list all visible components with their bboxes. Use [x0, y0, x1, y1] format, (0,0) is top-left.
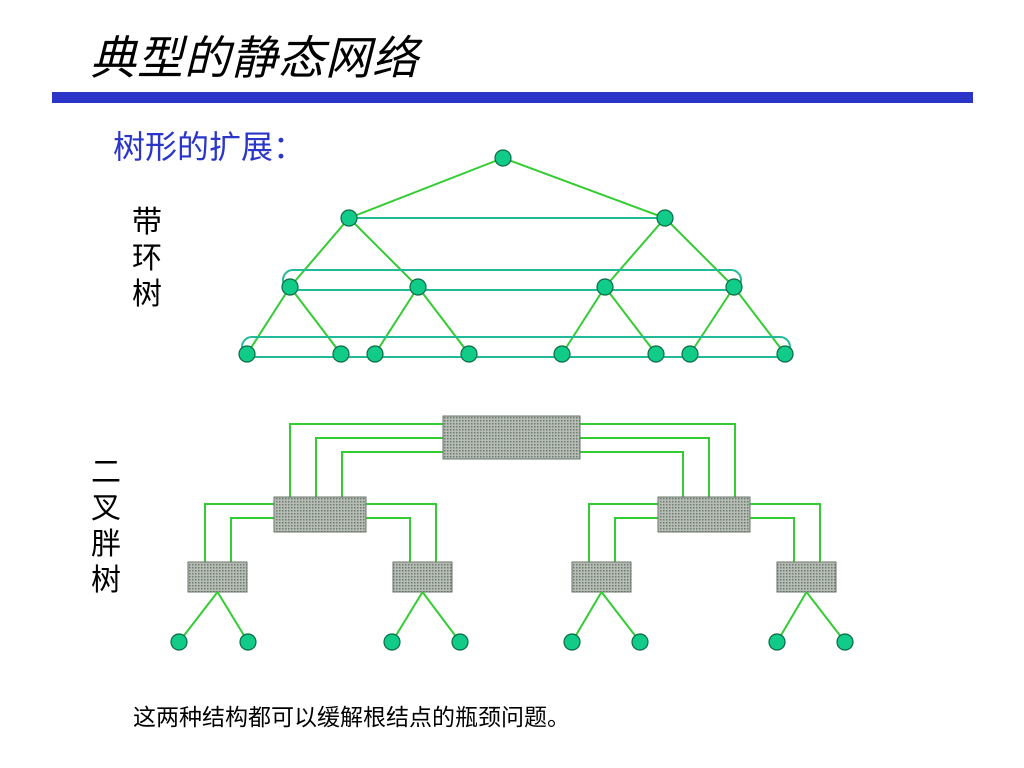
- tree-node: [340, 209, 358, 227]
- fat-link: [614, 517, 658, 562]
- fat-link: [580, 423, 736, 497]
- root-node: [494, 149, 512, 167]
- tree-node: [725, 278, 743, 296]
- leaf-node: [239, 633, 257, 651]
- tree-node: [409, 278, 427, 296]
- tree-edge: [600, 591, 641, 643]
- section-subtitle: 树形的扩展：: [113, 128, 306, 166]
- leaf-node: [366, 345, 384, 363]
- tree-edge: [391, 591, 424, 643]
- tree-edge: [502, 157, 666, 219]
- tree-edge: [805, 591, 846, 643]
- fat-tree-label: 二叉胖树: [91, 455, 121, 598]
- ring-tree-diagram: [238, 149, 794, 363]
- tree-edge: [571, 591, 603, 643]
- ring-loop-level-3: [241, 336, 791, 358]
- leaf-node: [238, 345, 256, 363]
- fat-link: [580, 451, 684, 497]
- level1-switch: [657, 496, 751, 533]
- tree-edge: [216, 591, 249, 643]
- tree-edge: [664, 217, 735, 288]
- leaf-node: [647, 345, 665, 363]
- tree-edge: [289, 286, 342, 355]
- leaf-node: [681, 345, 699, 363]
- fat-link: [580, 437, 710, 497]
- leaf-node: [332, 345, 350, 363]
- tree-edge: [374, 286, 419, 355]
- fat-tree-diagram: [170, 415, 854, 651]
- leaf-node: [631, 633, 649, 651]
- leaf-node: [768, 633, 786, 651]
- leaf-node: [170, 633, 188, 651]
- ring-loop-level-2: [282, 269, 742, 291]
- fat-link: [289, 423, 443, 497]
- fat-link: [230, 517, 274, 562]
- fat-link: [341, 451, 443, 497]
- fat-link: [366, 517, 411, 562]
- leaf-node: [553, 345, 571, 363]
- tree-node: [281, 278, 299, 296]
- tree-node: [596, 278, 614, 296]
- tree-edge: [348, 157, 504, 219]
- level2-switch: [571, 561, 632, 593]
- tree-edge: [776, 591, 808, 643]
- tree-node: [656, 209, 674, 227]
- level2-switch: [187, 561, 248, 593]
- fat-link: [588, 503, 658, 562]
- ring-tree-label: 带环树: [132, 205, 162, 312]
- fat-link: [750, 517, 795, 562]
- fat-link: [750, 503, 821, 562]
- tree-edge: [348, 217, 419, 288]
- leaf-node: [563, 633, 581, 651]
- tree-edge: [417, 286, 470, 355]
- root-switch: [442, 415, 581, 460]
- tree-edge: [604, 217, 666, 288]
- leaf-node: [383, 633, 401, 651]
- leaf-node: [460, 345, 478, 363]
- tree-edge: [246, 286, 291, 355]
- tree-edge: [733, 286, 786, 355]
- leaf-node: [776, 345, 794, 363]
- tree-edge: [178, 591, 219, 643]
- level1-switch: [273, 496, 367, 533]
- fat-link: [204, 503, 274, 562]
- level2-switch: [392, 561, 453, 593]
- tree-edge: [604, 286, 657, 355]
- tree-edge: [561, 286, 606, 355]
- fat-link: [366, 503, 437, 562]
- tree-edge: [421, 591, 461, 643]
- leaf-node: [836, 633, 854, 651]
- tree-edge: [289, 217, 350, 288]
- page-title: 典型的静态网络: [90, 31, 419, 85]
- fat-link: [315, 437, 443, 497]
- leaf-node: [451, 633, 469, 651]
- title-rule: [52, 92, 973, 103]
- tree-edge: [689, 286, 735, 355]
- caption: 这两种结构都可以缓解根结点的瓶颈问题。: [133, 705, 570, 731]
- level2-switch: [776, 561, 837, 593]
